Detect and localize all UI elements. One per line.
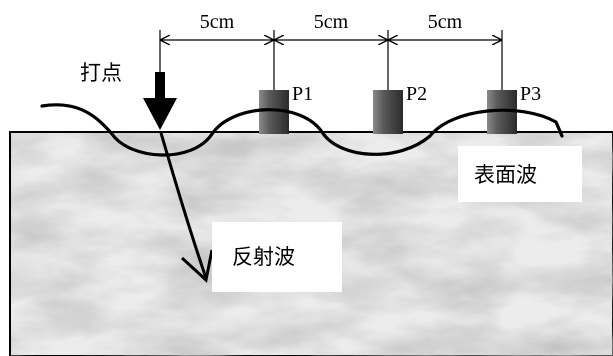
sensor-p3-label: P3	[520, 83, 541, 105]
impact-arrow-shaft	[155, 72, 165, 98]
spacing-label-3: 5cm	[428, 11, 463, 33]
reflected-wave-label-box	[212, 222, 342, 292]
surface-wave-label: 表面波	[474, 163, 537, 187]
reflected-wave-arrow-head	[180, 249, 214, 283]
impact-arrow-head	[143, 98, 177, 130]
surface-wave-label-box	[458, 146, 582, 202]
sensor-p2-label: P2	[406, 83, 427, 105]
surface-wave-curve	[40, 103, 564, 157]
reflected-wave-arrow	[159, 132, 208, 279]
sensor-p2	[373, 90, 403, 134]
spacing-label-1: 5cm	[200, 11, 235, 33]
spacing-label-2: 5cm	[314, 11, 349, 33]
sensor-p1-label: P1	[292, 83, 313, 105]
reflected-wave-label: 反射波	[232, 245, 295, 269]
impact-point-label: 打点	[80, 61, 122, 85]
